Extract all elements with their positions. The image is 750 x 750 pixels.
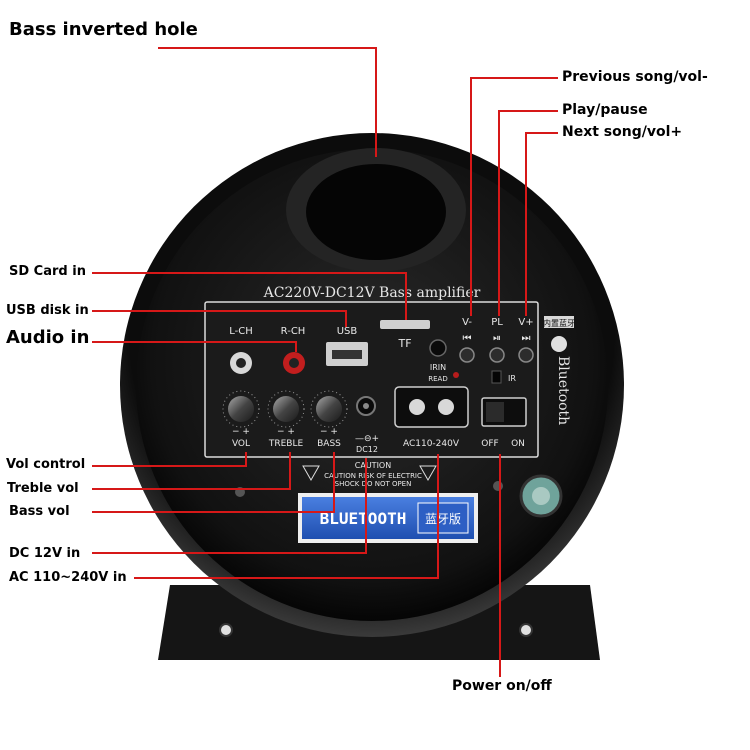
ir-receiver — [491, 370, 502, 384]
bass-port — [306, 164, 446, 260]
bass-vol-label: Bass vol — [9, 504, 70, 519]
leader-audio — [92, 341, 297, 352]
ac-rating-label: AC110-240V — [403, 439, 460, 449]
panel-header: AC220V-DC12V Bass amplifier — [263, 285, 481, 301]
dc12-jack-pin — [363, 403, 369, 409]
prev-glyph-icon: ⏮ — [463, 333, 472, 344]
bass-pm: − + — [320, 427, 338, 437]
rca-right-core — [289, 358, 299, 368]
bluetooth-badge-cn-text: 蓝牙版 — [425, 512, 461, 526]
usb-label: USB — [337, 326, 358, 337]
warning-icon — [302, 465, 320, 482]
lch-label: L-CH — [229, 326, 253, 337]
inner-bt-tag-text: 内置蓝牙 — [543, 318, 575, 328]
leader-bass — [92, 452, 335, 513]
play-pause-label: Play/pause — [562, 102, 648, 118]
bluetooth-badge-cn-box — [417, 502, 469, 534]
vol-pm: − + — [232, 427, 250, 437]
pl-label: PL — [491, 317, 503, 328]
leader-vol — [92, 452, 247, 467]
vol-label: VOL — [232, 439, 250, 449]
leader-bass-hole — [158, 47, 377, 157]
rch-label: R-CH — [281, 326, 306, 337]
leader-dc12 — [92, 458, 367, 554]
warning-icon — [419, 465, 437, 482]
leader-sd-card — [92, 272, 407, 320]
read-led — [453, 372, 459, 378]
inner-bt-tag — [544, 316, 574, 328]
next-button[interactable] — [518, 347, 534, 363]
previous-song-label: Previous song/vol- — [562, 69, 708, 85]
power-onoff-label: Power on/off — [452, 678, 552, 694]
tf-label: TF — [397, 337, 411, 350]
caution-line1: CAUTION RISK OF ELECTRIC — [324, 472, 422, 480]
leader-play — [498, 110, 558, 316]
off-label: OFF — [481, 439, 498, 449]
leader-usb — [92, 310, 347, 327]
ir-label: IR — [508, 374, 516, 383]
bluetooth-badge-text: BLUETOOTH — [320, 509, 407, 528]
leader-next — [525, 132, 558, 316]
treble-knob[interactable] — [267, 390, 305, 428]
vol-control-label: Vol control — [6, 457, 86, 472]
next-glyph-icon: ⏭ — [522, 333, 531, 344]
irin-label: IRIN — [430, 363, 446, 372]
usb-disk-in-label: USB disk in — [6, 303, 89, 318]
power-switch-rocker — [486, 402, 504, 422]
dc12-label: DC12 — [356, 445, 378, 454]
next-song-label: Next song/vol+ — [562, 124, 683, 140]
vol-knob[interactable] — [222, 390, 260, 428]
ac-in-label: AC 110~240V in — [9, 570, 127, 585]
ac-socket-hole — [438, 399, 454, 415]
stand-screw-left — [219, 623, 233, 637]
bass-label: BASS — [317, 439, 341, 449]
on-label: ON — [511, 439, 525, 449]
treble-vol-label: Treble vol — [7, 481, 79, 496]
tf-card-slot[interactable] — [380, 320, 430, 329]
bass-knob[interactable] — [310, 390, 348, 428]
leader-ac — [134, 454, 439, 579]
bluetooth-icon — [551, 336, 567, 352]
ir-input-jack[interactable] — [429, 339, 447, 357]
leader-lines — [92, 47, 558, 677]
vminus-label: V- — [462, 317, 472, 328]
ac-socket[interactable] — [394, 386, 469, 428]
rca-left-core — [236, 358, 246, 368]
audio-in-label: Audio in — [6, 327, 90, 348]
dc-symbol: —⊖+ — [355, 434, 379, 444]
dc12v-in-label: DC 12V in — [9, 546, 81, 561]
housing-screw — [493, 481, 503, 491]
sd-card-in-label: SD Card in — [9, 264, 86, 279]
usb-port-slot — [332, 350, 362, 359]
bluetooth-vertical-text: Bluetooth — [555, 356, 571, 425]
bass-inverted-hole-label: Bass inverted hole — [9, 19, 198, 40]
vplus-label: V+ — [518, 317, 533, 328]
ac-socket-hole — [409, 399, 425, 415]
read-label: READ — [428, 375, 447, 383]
caution-line2: SHOCK DO NOT OPEN — [335, 480, 412, 488]
treble-pm: − + — [277, 427, 295, 437]
caution-title: CAUTION — [355, 461, 391, 470]
play-glyph-icon: ⏯ — [493, 333, 501, 344]
leader-previous — [470, 77, 558, 316]
treble-label: TREBLE — [268, 439, 304, 449]
tweeter-grille-center — [532, 487, 550, 505]
play-pause-button[interactable] — [489, 347, 505, 363]
leader-treble — [92, 452, 291, 490]
previous-button[interactable] — [459, 347, 475, 363]
stand-screw-right — [519, 623, 533, 637]
